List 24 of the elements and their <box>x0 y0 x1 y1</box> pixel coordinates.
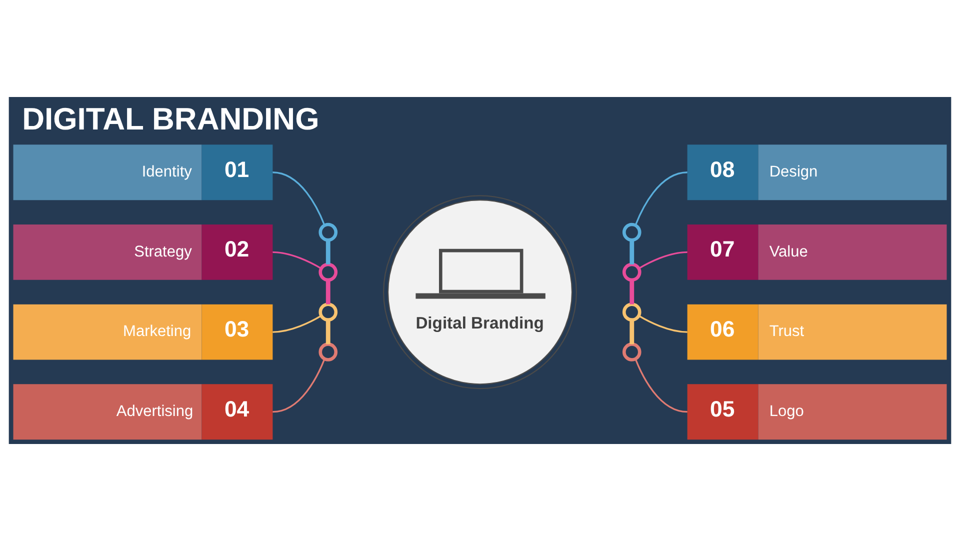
connector <box>630 280 634 304</box>
node-circle <box>622 222 642 242</box>
connector <box>630 240 634 264</box>
node-circle <box>318 222 338 242</box>
node-circle <box>622 302 642 321</box>
connector <box>638 314 688 332</box>
connector <box>634 358 688 412</box>
node-circle <box>318 262 338 282</box>
connector <box>638 250 688 269</box>
node-circle <box>622 342 642 361</box>
connector <box>630 320 634 344</box>
connector <box>326 320 330 344</box>
node-circle <box>318 342 338 361</box>
connector <box>272 314 322 332</box>
connector <box>634 171 688 225</box>
connector <box>326 240 330 264</box>
connector <box>272 171 326 225</box>
node-circle <box>318 302 338 321</box>
connector <box>326 280 330 304</box>
connector <box>272 250 322 269</box>
connector <box>272 358 326 412</box>
diagram-title: DIGITAL BRANDING <box>22 101 320 136</box>
node-circle <box>622 262 642 282</box>
node-circle: Digital Branding <box>383 194 577 389</box>
